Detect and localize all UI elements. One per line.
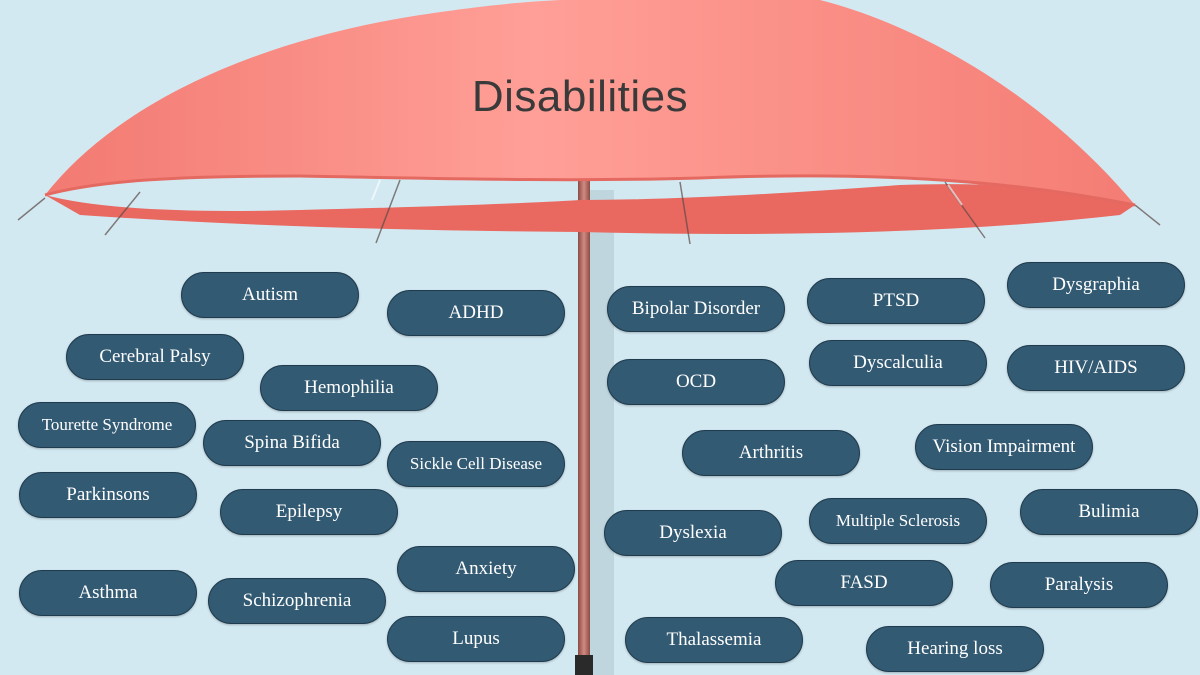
disability-item: Bipolar Disorder [607, 286, 785, 332]
diagram-title: Disabilities [471, 72, 689, 121]
disability-item: Anxiety [397, 546, 575, 592]
pole-shadow [588, 190, 614, 675]
disability-item: Lupus [387, 616, 565, 662]
disability-item: Tourette Syndrome [18, 402, 196, 448]
disability-item: Cerebral Palsy [66, 334, 244, 380]
pole-tip [575, 655, 593, 675]
disability-item: ADHD [387, 290, 565, 336]
disability-item: Arthritis [682, 430, 860, 476]
umbrella-pole [578, 170, 590, 675]
disability-item: Schizophrenia [208, 578, 386, 624]
disability-item: Bulimia [1020, 489, 1198, 535]
disability-item: Dyslexia [604, 510, 782, 556]
disability-item: Autism [181, 272, 359, 318]
disability-item: Sickle Cell Disease [387, 441, 565, 487]
umbrella-canopy [45, 0, 1135, 205]
disability-item: Multiple Sclerosis [809, 498, 987, 544]
disability-item: FASD [775, 560, 953, 606]
disability-item: Spina Bifida [203, 420, 381, 466]
disability-item: Epilepsy [220, 489, 398, 535]
disability-item: Hearing loss [866, 626, 1044, 672]
disability-item: PTSD [807, 278, 985, 324]
disability-item: HIV/AIDS [1007, 345, 1185, 391]
disability-item: Asthma [19, 570, 197, 616]
disability-item: Thalassemia [625, 617, 803, 663]
disability-item: OCD [607, 359, 785, 405]
canopy-underside [45, 184, 1135, 234]
disability-item: Dysgraphia [1007, 262, 1185, 308]
disability-item: Hemophilia [260, 365, 438, 411]
rib-tips [371, 179, 963, 206]
disability-item: Parkinsons [19, 472, 197, 518]
canopy-edge [44, 174, 1136, 207]
disability-item: Vision Impairment [915, 424, 1093, 470]
disability-item: Paralysis [990, 562, 1168, 608]
disability-item: Dyscalculia [809, 340, 987, 386]
